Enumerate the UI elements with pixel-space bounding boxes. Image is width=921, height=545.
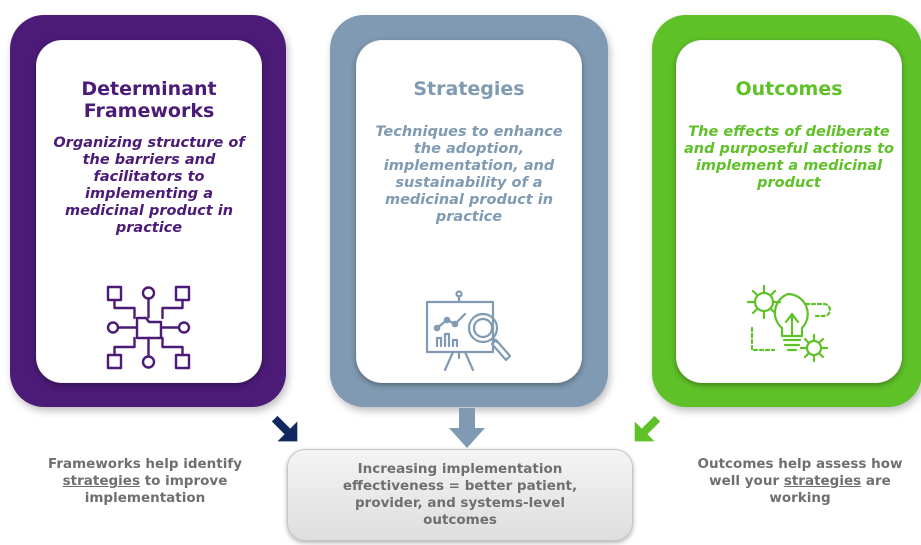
arrow-down-left-icon [634, 415, 661, 442]
outcomes-caption-pre: Outcomes help assess how well your [697, 456, 903, 489]
outcomes-description: The effects of deliberate and purposeful… [684, 124, 894, 191]
presentation-board-analysis-icon [425, 290, 512, 372]
outcomes-card: Outcomes The effects of deliberate and p… [676, 40, 902, 383]
outcomes-caption: Outcomes help assess how well your strat… [680, 456, 920, 507]
determinant-frameworks-card: Determinant Frameworks Organizing struct… [36, 40, 262, 383]
outcomes-title: Outcomes [735, 78, 843, 100]
determinant-frameworks-description: Organizing structure of the barriers and… [53, 135, 245, 236]
strategies-title: Strategies [413, 78, 525, 100]
effectiveness-box: Increasing implementation effectiveness … [287, 449, 633, 541]
lightbulb-gears-icon [746, 284, 832, 363]
flowchart-network-icon [106, 285, 191, 370]
frameworks-caption-pre: Frameworks help identify [47, 456, 243, 472]
frameworks-caption-link: strategies [62, 473, 140, 489]
outcomes-caption-post: are working [769, 473, 891, 506]
determinant-frameworks-title: Determinant Frameworks [81, 78, 217, 122]
strategies-description: Techniques to enhance the adoption, impl… [375, 124, 563, 225]
effectiveness-text: Increasing implementation effectiveness … [342, 461, 578, 528]
outcomes-caption-link: strategies [783, 473, 862, 489]
arrow-down-icon [449, 408, 485, 448]
arrow-down-right-icon [271, 415, 298, 442]
frameworks-caption-post: to improve implementation [84, 473, 228, 506]
frameworks-caption: Frameworks help identify strategies to i… [20, 456, 270, 507]
